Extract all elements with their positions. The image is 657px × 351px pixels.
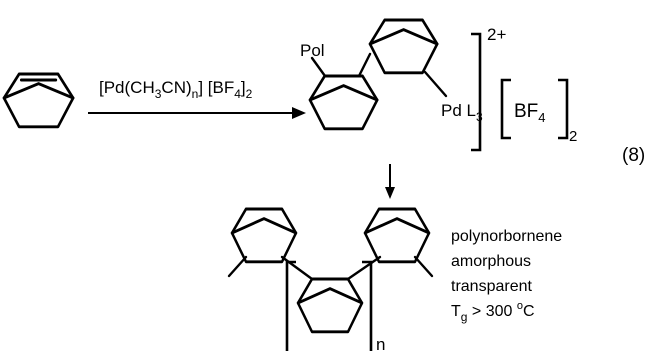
counterion-bracket-left	[500, 78, 511, 140]
charge-label: 2+	[487, 25, 506, 44]
repeat-bracket-right	[362, 260, 373, 351]
down-arrow	[385, 164, 395, 199]
reagent-label: [Pd(CH3CN)n] [BF4]2	[99, 78, 253, 101]
property-line: amorphous	[451, 253, 531, 270]
counterion-label: BF4	[514, 101, 546, 125]
counterion-bracket-right	[558, 78, 569, 140]
reaction-arrow	[88, 107, 306, 119]
glass-transition-line: Tg > 300 oC	[451, 300, 535, 324]
product-properties: polynorbornene amorphous transparent Tg …	[451, 228, 562, 324]
cation-bracket	[471, 32, 482, 152]
pd-ligand-label: Pd L3	[441, 101, 483, 124]
norbornene-monomer	[2, 72, 75, 129]
repeat-bracket-left	[285, 260, 296, 351]
palladium-intermediate: Pol Pd L3 2+ BF4 2	[300, 18, 577, 152]
counterion-count: 2	[569, 128, 577, 145]
property-line: transparent	[451, 278, 532, 295]
polynorbornene-product: n	[227, 207, 434, 351]
property-line: polynorbornene	[451, 228, 562, 245]
repeat-subscript: n	[376, 335, 385, 351]
equation-number: (8)	[622, 145, 645, 166]
pol-label: Pol	[300, 41, 325, 60]
